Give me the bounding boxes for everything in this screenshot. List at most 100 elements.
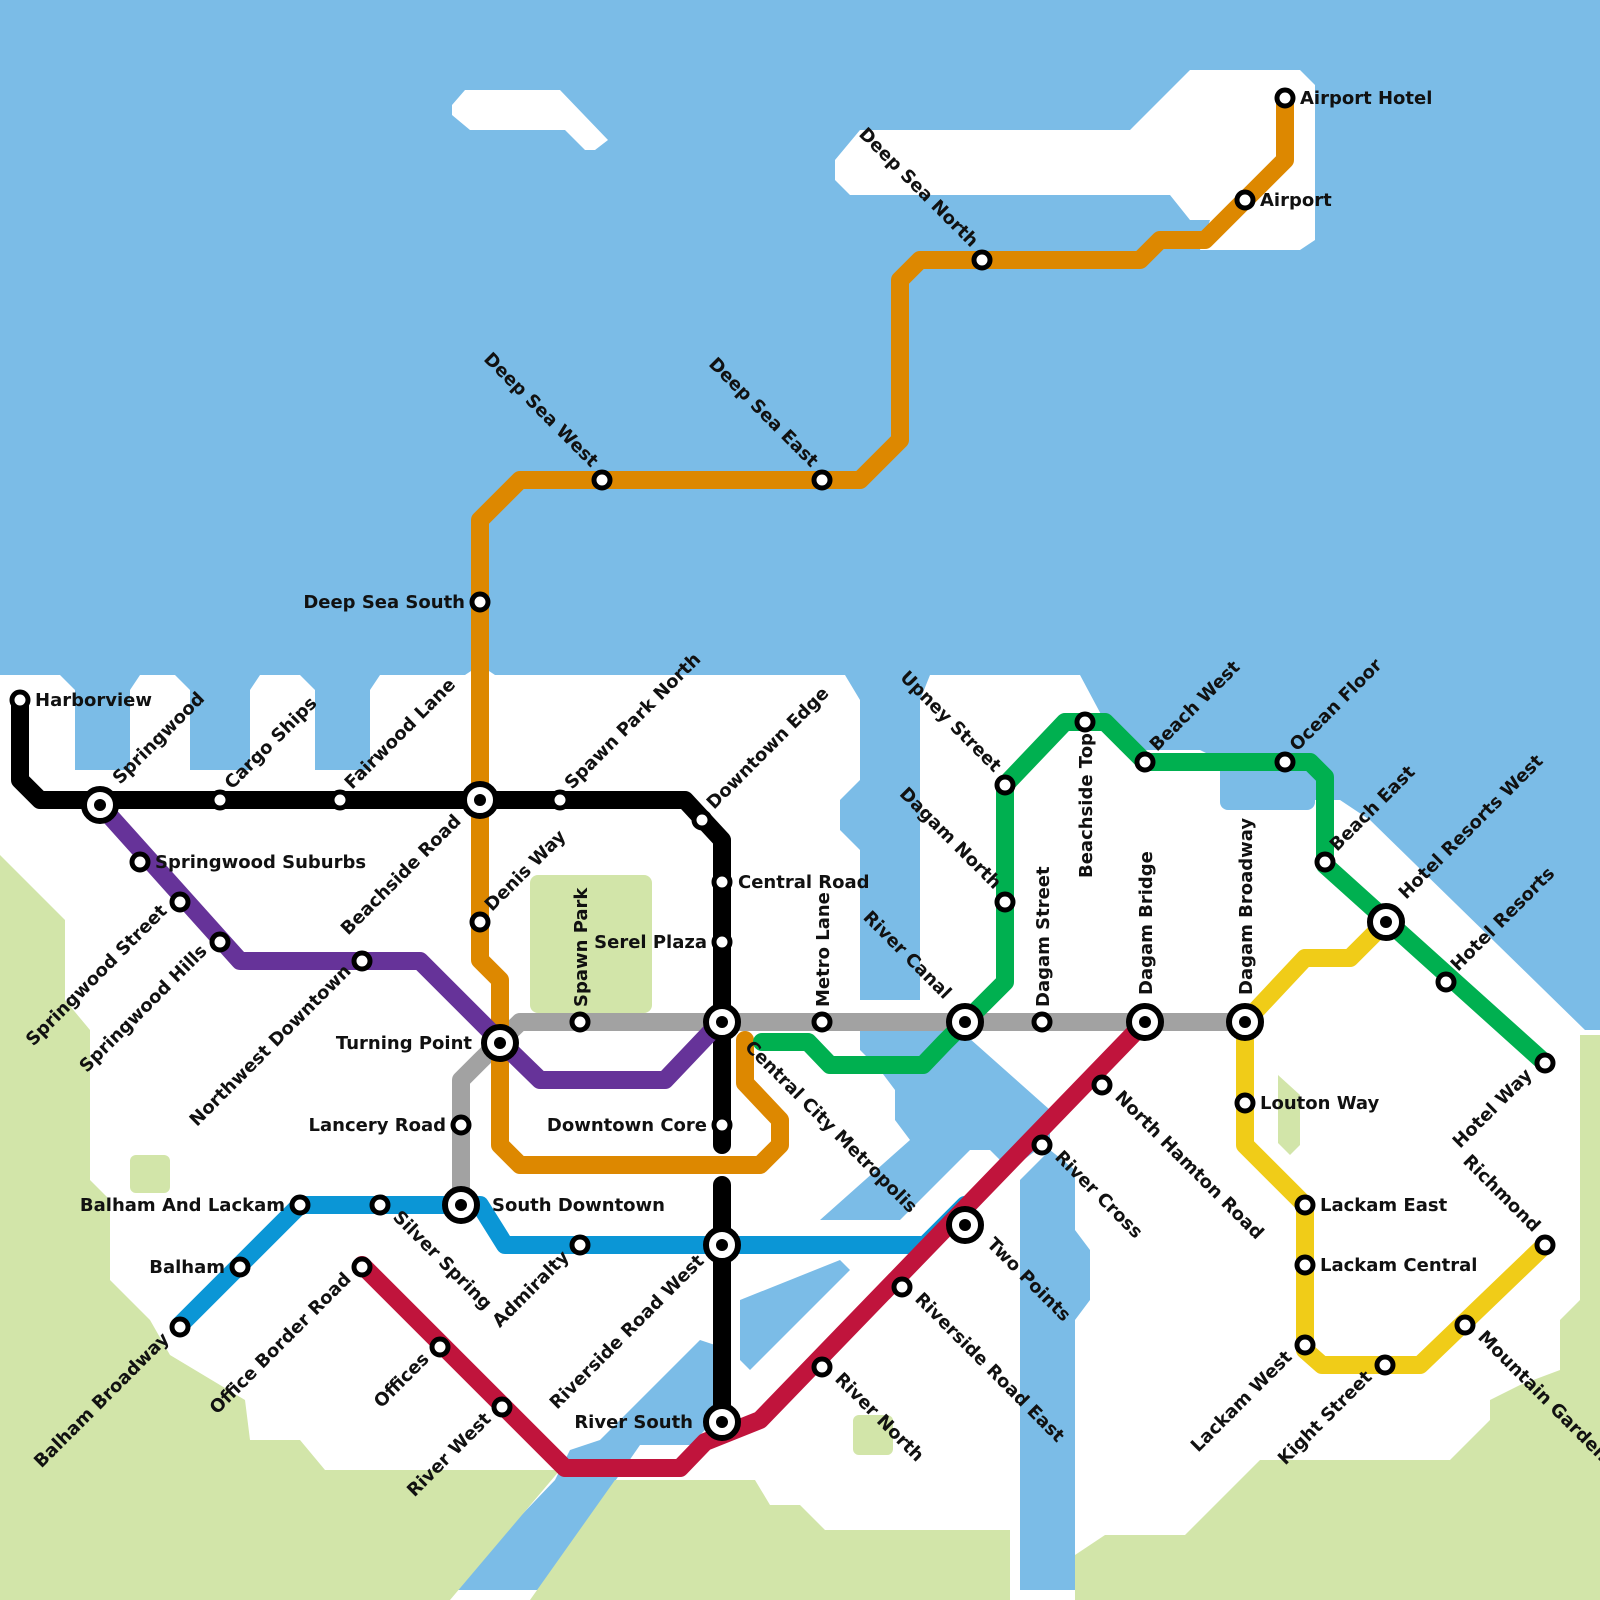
label-serel-plaza: Serel Plaza bbox=[594, 932, 707, 953]
label-springwood-suburbs: Springwood Suburbs bbox=[155, 852, 366, 873]
label-airport: Airport bbox=[1260, 190, 1332, 211]
stop-upney-street[interactable] bbox=[994, 774, 1016, 796]
stop-fairwood-lane[interactable] bbox=[329, 789, 351, 811]
stop-office-border-road[interactable] bbox=[351, 1256, 373, 1278]
stop-metro-lane[interactable] bbox=[811, 1011, 833, 1033]
label-balham-and-lackam: Balham And Lackam bbox=[80, 1195, 285, 1216]
park-small-south bbox=[853, 1415, 893, 1455]
stations bbox=[9, 87, 1556, 1441]
stop-deep-sea-east[interactable] bbox=[811, 469, 833, 491]
interchange-hotel-resorts-west[interactable] bbox=[1367, 903, 1405, 941]
label-downtown-core: Downtown Core bbox=[547, 1115, 707, 1136]
stop-river-north[interactable] bbox=[811, 1356, 833, 1378]
stop-mountain-gardens[interactable] bbox=[1454, 1314, 1476, 1336]
interchange-turning-point[interactable] bbox=[481, 1024, 519, 1062]
label-metro-lane: Metro Lane bbox=[813, 892, 834, 1007]
label-dagam-broadway: Dagam Broadway bbox=[1236, 818, 1257, 995]
label-deep-sea-south: Deep Sea South bbox=[303, 592, 465, 613]
stop-airport[interactable] bbox=[1234, 189, 1256, 211]
stop-airport-hotel[interactable] bbox=[1274, 87, 1296, 109]
label-central-road: Central Road bbox=[738, 872, 870, 893]
label-lackam-east: Lackam East bbox=[1320, 1195, 1448, 1216]
islet-northwest bbox=[452, 90, 608, 150]
stop-beach-west[interactable] bbox=[1134, 751, 1156, 773]
park-spawn bbox=[530, 875, 652, 1013]
interchange-river-south[interactable] bbox=[703, 1403, 741, 1441]
stop-springwood-suburbs[interactable] bbox=[129, 851, 151, 873]
stop-beachside-top[interactable] bbox=[1074, 711, 1096, 733]
stop-downtown-core[interactable] bbox=[711, 1114, 733, 1136]
stop-northwest-downtown[interactable] bbox=[351, 950, 373, 972]
label-balham: Balham bbox=[149, 1257, 225, 1278]
lines bbox=[11, 89, 1554, 1477]
stop-denis-way[interactable] bbox=[469, 911, 491, 933]
stop-hotel-resorts[interactable] bbox=[1435, 971, 1457, 993]
stop-ocean-floor[interactable] bbox=[1274, 751, 1296, 773]
park-small-west bbox=[130, 1155, 170, 1193]
stop-spawn-park-north[interactable] bbox=[549, 789, 571, 811]
stop-balham[interactable] bbox=[229, 1256, 251, 1278]
stop-louton-way[interactable] bbox=[1234, 1092, 1256, 1114]
yellow-line bbox=[1236, 913, 1554, 1374]
label-spawn-park: Spawn Park bbox=[571, 887, 592, 1007]
stop-north-hamton-road[interactable] bbox=[1091, 1074, 1113, 1096]
stop-admiralty[interactable] bbox=[569, 1234, 591, 1256]
stop-balham-broadway[interactable] bbox=[169, 1316, 191, 1338]
stop-beach-east[interactable] bbox=[1314, 851, 1336, 873]
interchange-south-downtown[interactable] bbox=[442, 1186, 480, 1224]
interchange-dagam-broadway[interactable] bbox=[1226, 1003, 1264, 1041]
interchange-dagam-bridge[interactable] bbox=[1126, 1003, 1164, 1041]
label-airport-hotel: Airport Hotel bbox=[1300, 88, 1432, 109]
stop-harborview[interactable] bbox=[9, 689, 31, 711]
stop-deep-sea-west[interactable] bbox=[591, 469, 613, 491]
stop-river-west[interactable] bbox=[491, 1396, 513, 1418]
red-line bbox=[353, 1013, 1154, 1477]
stop-deep-sea-south[interactable] bbox=[469, 591, 491, 613]
stop-springwood-hills[interactable] bbox=[209, 931, 231, 953]
interchange-central-city[interactable] bbox=[703, 1003, 741, 1041]
label-river-south: River South bbox=[574, 1412, 693, 1433]
label-beachside-top: Beachside Top bbox=[1076, 733, 1097, 878]
stop-spawn-park[interactable] bbox=[569, 1011, 591, 1033]
interchange-springwood[interactable] bbox=[81, 786, 119, 824]
stop-deep-sea-north[interactable] bbox=[971, 249, 993, 271]
stop-lackam-central[interactable] bbox=[1294, 1254, 1316, 1276]
interchange-riverside-west[interactable] bbox=[703, 1226, 741, 1264]
stop-dagam-street[interactable] bbox=[1031, 1011, 1053, 1033]
stop-serel-plaza[interactable] bbox=[711, 931, 733, 953]
label-lackam-central: Lackam Central bbox=[1320, 1255, 1477, 1276]
stop-central-road[interactable] bbox=[711, 871, 733, 893]
stop-downtown-edge[interactable] bbox=[691, 809, 713, 831]
sea-water bbox=[0, 0, 1600, 1030]
north-island bbox=[835, 70, 1315, 250]
stop-silver-spring[interactable] bbox=[369, 1194, 391, 1216]
label-south-downtown: South Downtown bbox=[492, 1195, 665, 1216]
park-west bbox=[0, 855, 560, 1600]
park-south bbox=[530, 1480, 1010, 1600]
stop-lancery-road[interactable] bbox=[450, 1114, 472, 1136]
stop-richmond[interactable] bbox=[1534, 1234, 1556, 1256]
interchange-beachside-road[interactable] bbox=[461, 781, 499, 819]
river-southwest bbox=[740, 1260, 850, 1370]
stop-lackam-east[interactable] bbox=[1294, 1194, 1316, 1216]
stop-kight-street[interactable] bbox=[1374, 1354, 1396, 1376]
stop-springwood-street[interactable] bbox=[169, 891, 191, 913]
interchange-river-canal[interactable] bbox=[946, 1003, 984, 1041]
inlet-pond bbox=[1220, 770, 1315, 810]
stop-balham-and-lackam[interactable] bbox=[289, 1194, 311, 1216]
stop-river-cross[interactable] bbox=[1031, 1134, 1053, 1156]
river-central bbox=[820, 1030, 1050, 1220]
label-turning-point: Turning Point bbox=[336, 1033, 472, 1054]
stop-riverside-road-east[interactable] bbox=[891, 1276, 913, 1298]
interchange-two-points[interactable] bbox=[946, 1206, 984, 1244]
stop-dagam-north[interactable] bbox=[994, 891, 1016, 913]
label-dagam-bridge: Dagam Bridge bbox=[1136, 851, 1157, 995]
orange-line bbox=[471, 89, 1294, 1174]
stop-cargo-ships[interactable] bbox=[209, 789, 231, 811]
river-east bbox=[1020, 1150, 1090, 1590]
stop-hotel-way[interactable] bbox=[1534, 1052, 1556, 1074]
stop-offices[interactable] bbox=[429, 1336, 451, 1358]
label-dagam-street: Dagam Street bbox=[1033, 866, 1054, 1007]
label-lancery-road: Lancery Road bbox=[309, 1115, 446, 1136]
stop-lackam-west[interactable] bbox=[1294, 1334, 1316, 1356]
